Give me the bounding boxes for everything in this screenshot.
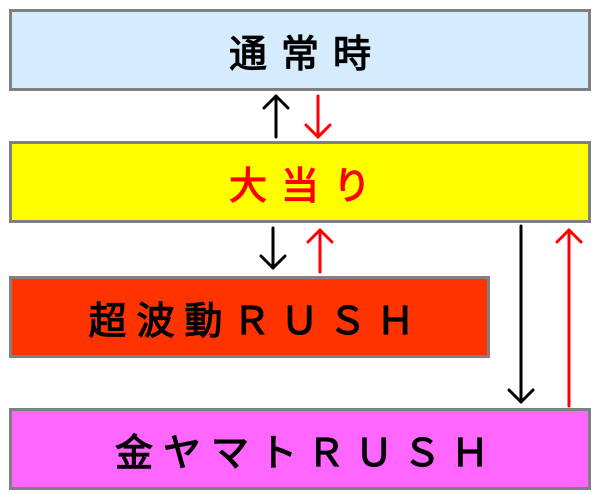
node-rush2-label: 金ヤマトＲＵＳＨ [114, 430, 499, 475]
arrow-normal-to-jackpot [304, 94, 332, 139]
node-normal-label: 通常時 [228, 31, 385, 76]
node-jackpot: 大当り [9, 141, 591, 223]
arrow-rush1-to-jackpot [306, 228, 334, 274]
node-rush2: 金ヤマトＲＵＳＨ [9, 408, 591, 490]
arrow-jackpot-to-rush1 [259, 226, 287, 270]
node-rush1: 超波動ＲＵＳＨ [9, 276, 490, 358]
node-rush1-label: 超波動ＲＵＳＨ [88, 298, 425, 343]
arrow-jackpot-to-rush2 [507, 224, 535, 404]
node-jackpot-label: 大当り [228, 163, 385, 208]
node-normal: 通常時 [9, 9, 591, 91]
arrow-rush2-to-jackpot [555, 228, 583, 408]
arrow-jackpot-to-normal [262, 94, 290, 139]
